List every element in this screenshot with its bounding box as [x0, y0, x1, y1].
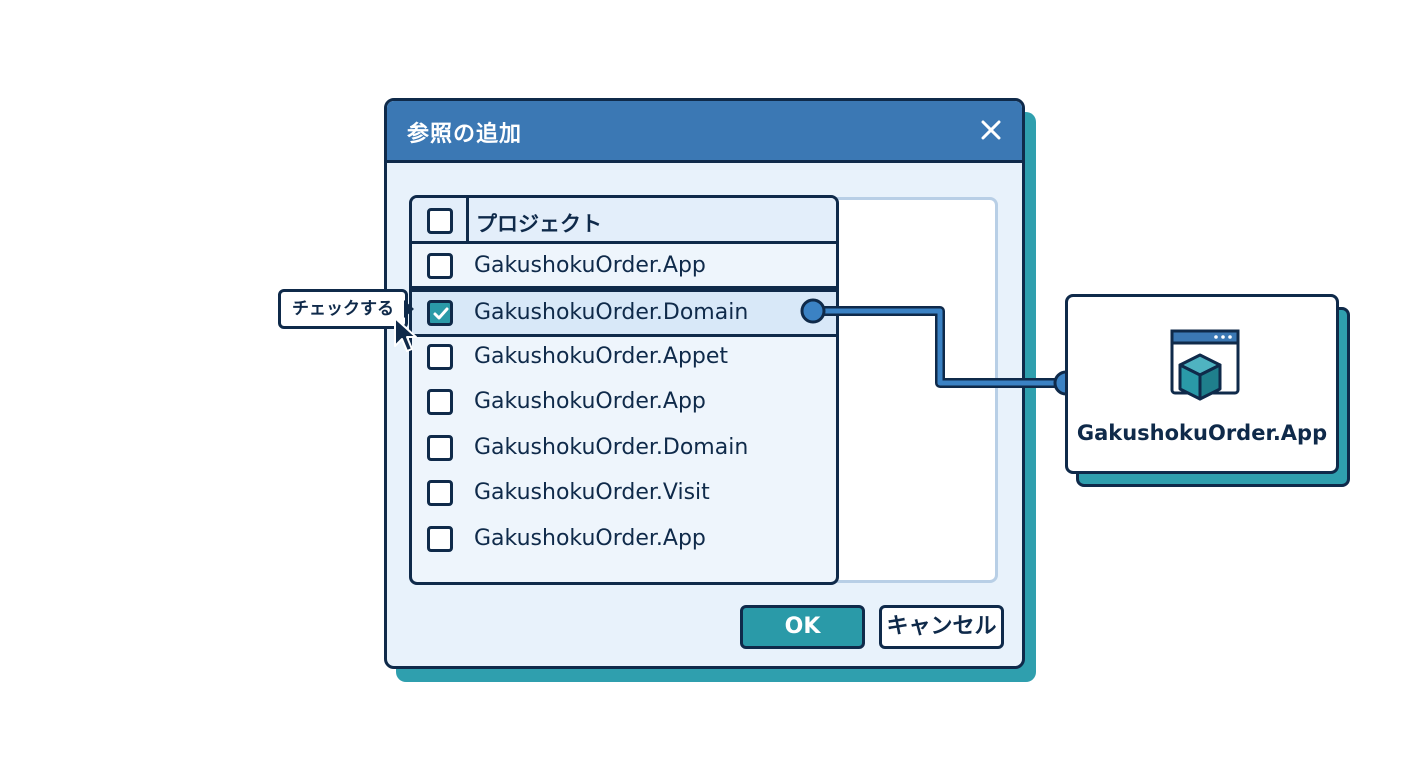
cancel-button[interactable]: キャンセル: [879, 605, 1004, 649]
item-checkbox[interactable]: [427, 344, 453, 370]
details-panel: [832, 197, 998, 583]
item-checkbox[interactable]: [427, 389, 453, 415]
callout-tail: [404, 300, 414, 318]
checkmark-icon: [433, 307, 449, 320]
item-checkbox-checked[interactable]: [427, 300, 453, 326]
list-item-label: GakushokuOrder.Domain: [474, 435, 749, 460]
dialog-title: 参照の追加: [407, 122, 523, 147]
close-button[interactable]: [976, 115, 1006, 145]
list-header: プロジェクト: [412, 198, 836, 244]
cursor-icon: [394, 317, 417, 352]
add-reference-dialog: 参照の追加 プロジェクト GakushokuOrder.App: [384, 98, 1025, 669]
list-item[interactable]: GakushokuOrder.App: [412, 244, 836, 289]
list-item[interactable]: GakushokuOrder.App: [412, 382, 836, 427]
app-window-cube-icon: [1170, 329, 1240, 401]
list-item-label: GakushokuOrder.Appet: [474, 344, 729, 369]
select-all-checkbox[interactable]: [427, 208, 453, 234]
project-list: プロジェクト GakushokuOrder.App GakushokuOrder…: [409, 195, 839, 585]
item-checkbox[interactable]: [427, 480, 453, 506]
list-item-label: GakushokuOrder.App: [474, 389, 706, 414]
item-checkbox[interactable]: [427, 253, 453, 279]
list-item-label: GakushokuOrder.App: [474, 526, 706, 551]
ok-button[interactable]: OK: [740, 605, 865, 649]
list-item[interactable]: GakushokuOrder.Domain: [412, 427, 836, 472]
list-item[interactable]: GakushokuOrder.Visit: [412, 473, 836, 518]
list-item-label: GakushokuOrder.Visit: [474, 480, 710, 505]
list-item-selected[interactable]: GakushokuOrder.Domain: [412, 289, 836, 337]
check-callout: チェックする: [278, 289, 408, 329]
list-item[interactable]: GakushokuOrder.App: [412, 518, 836, 563]
header-divider: [466, 198, 469, 244]
close-icon: [981, 120, 1001, 140]
list-item-label: GakushokuOrder.Domain: [474, 300, 749, 325]
column-header-project: プロジェクト: [476, 212, 602, 236]
item-checkbox[interactable]: [427, 435, 453, 461]
item-checkbox[interactable]: [427, 526, 453, 552]
target-project-card: GakushokuOrder.App: [1065, 294, 1339, 474]
target-project-label: GakushokuOrder.App: [1076, 421, 1328, 445]
list-item[interactable]: GakushokuOrder.Appet: [412, 337, 836, 382]
dialog-titlebar: 参照の追加: [387, 101, 1022, 163]
list-item-label: GakushokuOrder.App: [474, 253, 706, 278]
